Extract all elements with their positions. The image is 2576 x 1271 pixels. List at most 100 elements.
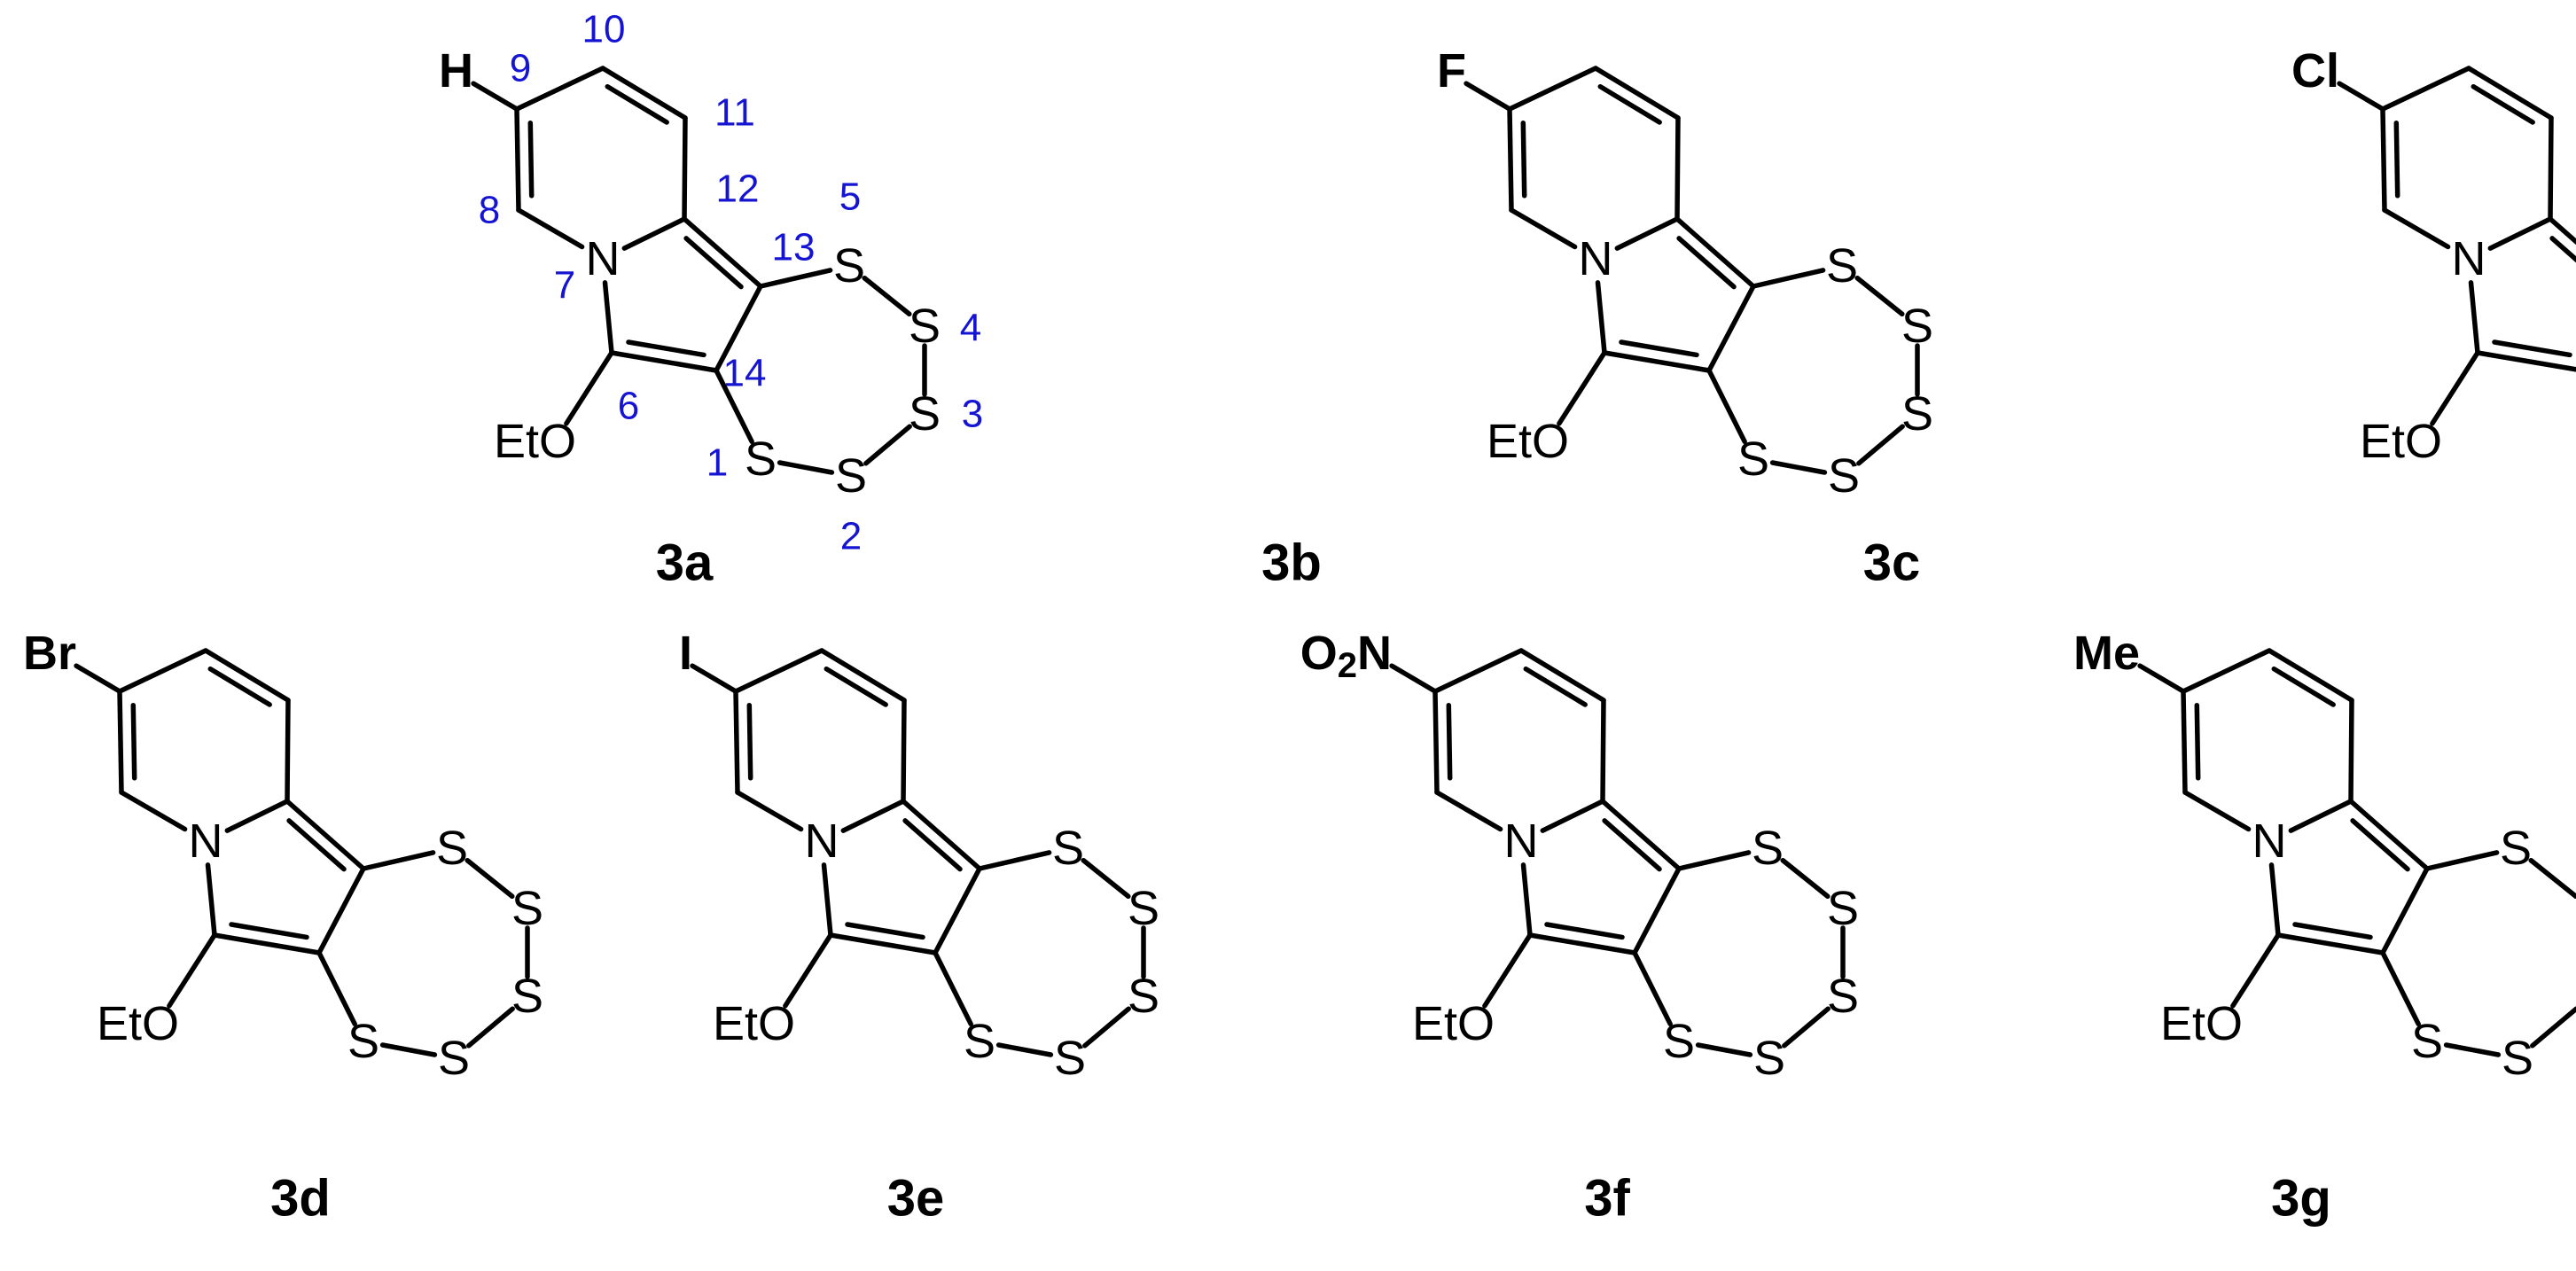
- ethoxy-group: EtO: [713, 997, 795, 1050]
- sulfur-atom-4: S: [2575, 882, 2576, 935]
- substituent-subscript: 2: [1338, 646, 1357, 685]
- compound-label-3f: 3f: [1584, 1170, 1630, 1228]
- bond-S5-S4: [464, 857, 515, 900]
- double-bond-C14-C6: [229, 922, 309, 940]
- substituent-main: O: [1300, 627, 1338, 680]
- bond-C14-C6: [2475, 350, 2576, 372]
- bond-C14-C6: [1602, 350, 1712, 373]
- atom-number-2: 2: [840, 515, 862, 558]
- bond-C12-N7: [621, 216, 687, 251]
- sulfur-atom-1: S: [1737, 433, 1769, 486]
- double-bond-C8-C9: [746, 702, 753, 781]
- bond-C6-O: [783, 932, 833, 1009]
- substituent-label: O2N: [1300, 627, 1392, 685]
- bond-C13-C14: [1632, 866, 1682, 955]
- bond-C8-C9: [1432, 689, 1440, 795]
- bond-C10-C11: [203, 648, 291, 703]
- substituent-label: I: [679, 627, 692, 680]
- bond-C14-C6: [212, 932, 322, 955]
- bond-C6-N7: [2268, 862, 2281, 938]
- nitrogen-atom: N: [2252, 815, 2287, 868]
- double-bond-C14-C6: [1544, 922, 1625, 940]
- bond-C13-S5: [1751, 268, 1826, 289]
- bond-C12-C13: [1674, 216, 1756, 289]
- bond-C14-C6: [2275, 932, 2385, 955]
- sulfur-atom-5: S: [1752, 822, 1784, 875]
- substituent-main: Me: [2073, 627, 2140, 680]
- bond-C13-C14: [2380, 866, 2430, 955]
- double-bond-C10-C11: [207, 666, 272, 707]
- atom-number-12: 12: [716, 168, 760, 211]
- double-bond-C8-C9: [2393, 120, 2400, 199]
- bond-S5-S4: [862, 275, 912, 317]
- molecule-3c: NSSSSSEtOCl3c: [1863, 44, 2576, 592]
- compound-label-3b: 3b: [1261, 534, 1322, 592]
- sulfur-atom-2: S: [1054, 1032, 1086, 1085]
- bond-N7-C8: [1509, 207, 1578, 250]
- double-bond-C10-C11: [1597, 83, 1662, 125]
- bond-N7-C8: [2382, 207, 2451, 250]
- bond-C9-X: [1464, 81, 1512, 112]
- double-bond-C12-C13: [2549, 236, 2576, 263]
- sulfur-atom-2: S: [1828, 449, 1860, 503]
- sulfur-atom-3: S: [1901, 387, 1933, 441]
- bond-C6-O: [2430, 350, 2480, 426]
- bond-N7-C8: [735, 790, 804, 832]
- bond-C10-C11: [819, 648, 907, 703]
- bond-C6-O: [167, 932, 217, 1009]
- bond-C12-N7: [1614, 216, 1680, 251]
- double-bond-C8-C9: [1520, 120, 1527, 199]
- bond-C12-C13: [2548, 216, 2576, 246]
- sulfur-atom-5: S: [2500, 822, 2532, 875]
- bond-C9-C10: [2380, 66, 2471, 112]
- bond-C8-C9: [2181, 689, 2188, 795]
- bond-C6-O: [1557, 350, 1607, 426]
- atom-number-9: 9: [510, 47, 531, 90]
- bond-C12-C13: [2348, 799, 2430, 871]
- double-bond-C10-C11: [605, 83, 669, 125]
- bond-S1-C14: [1632, 950, 1673, 1027]
- bond-C9-C10: [117, 648, 208, 694]
- bond-S2-S1: [2443, 1042, 2502, 1057]
- nitrogen-atom: N: [586, 232, 621, 285]
- bond-C11-C12: [285, 698, 291, 804]
- bond-S3-S2: [466, 1006, 515, 1049]
- double-bond-C14-C6: [626, 339, 706, 358]
- bond-C9-X: [1389, 663, 1438, 694]
- bond-C13-C14: [316, 866, 366, 955]
- bond-C8-C9: [2380, 106, 2387, 213]
- sulfur-atom-2: S: [438, 1032, 470, 1085]
- bond-C12-N7: [224, 799, 290, 833]
- bond-C12-N7: [840, 799, 906, 833]
- bond-S5-S4: [2528, 857, 2576, 900]
- bond-C8-C9: [733, 689, 740, 795]
- sulfur-atom-4: S: [511, 882, 543, 935]
- bond-S2-S1: [1695, 1042, 1753, 1057]
- atom-number-3: 3: [962, 393, 983, 436]
- bond-S2-S1: [379, 1042, 438, 1057]
- sulfur-atom-3: S: [909, 387, 941, 441]
- sulfur-atom-5: S: [1826, 239, 1858, 292]
- bond-S2-S1: [995, 1042, 1054, 1057]
- atom-number-1: 1: [706, 441, 728, 485]
- bond-C12-C13: [1600, 799, 1682, 871]
- double-bond-C10-C11: [2271, 666, 2336, 707]
- sulfur-atom-1: S: [745, 433, 777, 486]
- double-bond-C8-C9: [1446, 702, 1453, 781]
- sulfur-atom-3: S: [1128, 970, 1159, 1023]
- bond-C6-O: [1482, 932, 1533, 1009]
- double-bond-C14-C6: [1619, 339, 1699, 358]
- bond-S1-C14: [933, 950, 973, 1027]
- ethoxy-group: EtO: [2360, 415, 2442, 468]
- double-bond-C12-C13: [286, 818, 347, 872]
- bond-S1-C14: [714, 368, 754, 445]
- bond-C12-N7: [1540, 799, 1605, 833]
- bond-C13-C14: [1706, 284, 1756, 373]
- bond-S3-S2: [1082, 1006, 1131, 1049]
- sulfur-atom-5: S: [436, 822, 468, 875]
- double-bond-C14-C6: [2292, 922, 2373, 940]
- double-bond-C8-C9: [130, 702, 137, 781]
